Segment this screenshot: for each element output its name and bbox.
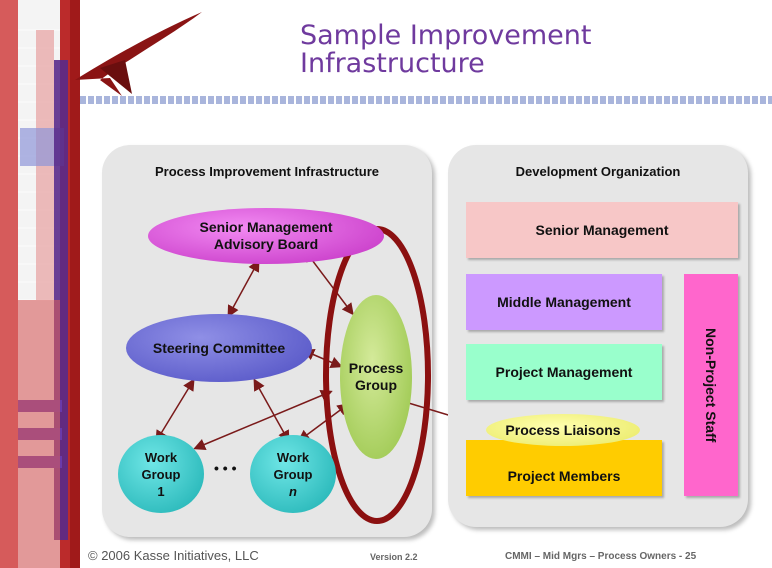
senior-management-box: Senior Management <box>466 202 738 258</box>
footer-slide-info: CMMI – Mid Mgrs – Process Owners - 25 <box>505 551 697 562</box>
title-line-2: Infrastructure <box>300 48 485 79</box>
process-liaisons-label: Process Liaisons <box>505 421 621 438</box>
work-group-1-node: Work Group 1 <box>118 435 204 513</box>
project-management-label: Project Management <box>495 364 633 380</box>
middle-management-box: Middle Management <box>466 274 662 330</box>
decorative-side-bar <box>0 0 80 568</box>
project-management-box: Project Management <box>466 344 662 400</box>
work-group-1-line1: Work <box>144 449 178 465</box>
title-line-1: Sample Improvement <box>300 20 592 51</box>
project-members-box: Project Members <box>466 440 662 496</box>
steering-committee-node: Steering Committee <box>126 314 312 382</box>
middle-management-label: Middle Management <box>497 294 631 310</box>
title-divider <box>80 96 772 104</box>
process-liaisons-node: Process Liaisons <box>486 414 640 446</box>
work-group-n-line2: Group <box>273 466 313 482</box>
process-group-node: Process Group <box>340 295 412 459</box>
senior-management-board-label: Senior Management Advisory Board <box>199 219 333 252</box>
work-group-ellipsis: • • • <box>214 460 237 476</box>
process-group-label: Process Group <box>348 360 404 393</box>
senior-management-label: Senior Management <box>535 222 669 238</box>
work-group-1-line2: Group <box>141 466 181 482</box>
work-group-1-line3: 1 <box>157 483 165 499</box>
footer-copyright: © 2006 Kasse Initiatives, LLC <box>88 548 259 563</box>
work-group-n-line1: Work <box>276 449 310 465</box>
non-project-staff-label: Non-Project Staff <box>703 327 719 443</box>
work-group-n-line3: n <box>289 483 297 499</box>
senior-management-board-node: Senior Management Advisory Board <box>148 208 384 264</box>
page-title: Sample Improvement Infrastructure <box>300 22 720 78</box>
logo-swoosh-icon <box>75 12 202 96</box>
development-organization-panel-title: Development Organization <box>515 164 681 179</box>
footer-version: Version 2.2 <box>370 552 418 562</box>
work-group-n-node: Work Group n <box>250 435 336 513</box>
non-project-staff-box: Non-Project Staff <box>684 274 738 496</box>
process-improvement-panel-title: Process Improvement Infrastructure <box>155 164 379 179</box>
project-members-label: Project Members <box>507 468 621 484</box>
steering-committee-label: Steering Committee <box>152 339 286 356</box>
